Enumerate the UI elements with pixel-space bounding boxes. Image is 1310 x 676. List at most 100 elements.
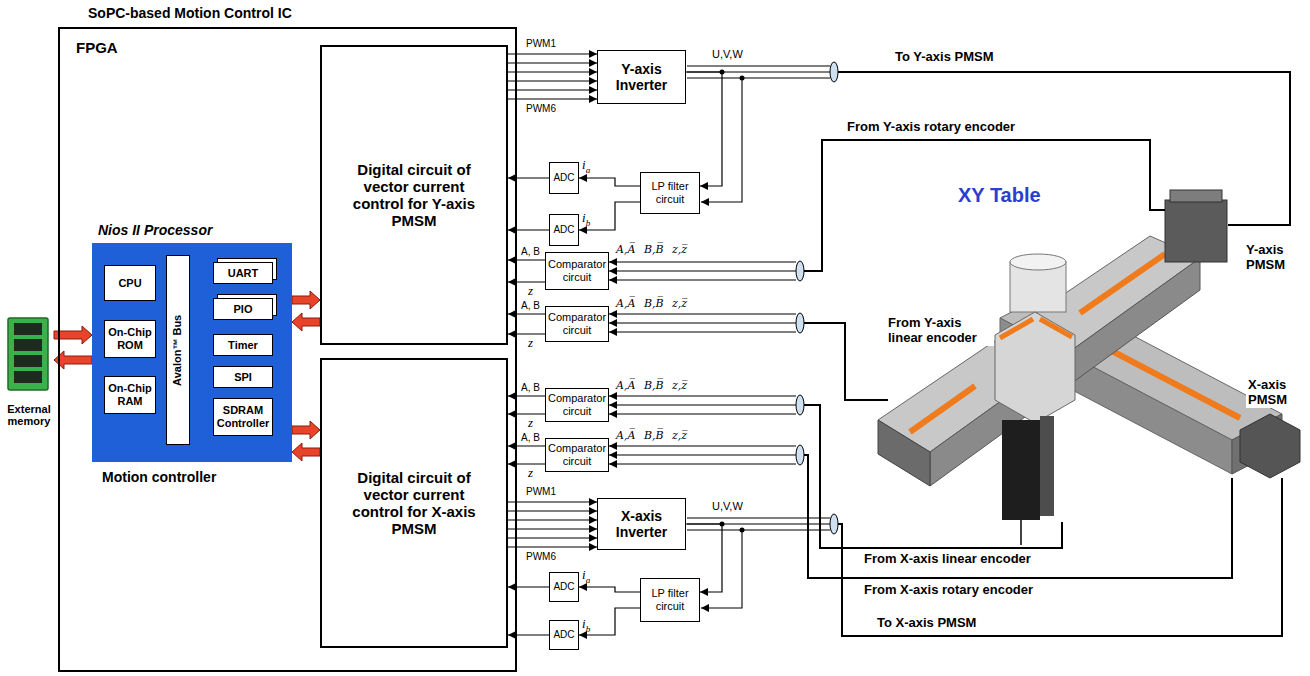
filter-box: LP filter circuit [640, 578, 700, 622]
ram-box: On-Chip RAM [104, 376, 156, 414]
timer-box: Timer [213, 334, 273, 356]
signal-line [579, 587, 640, 592]
node-label: PIO [234, 303, 253, 316]
signal-line [508, 519, 597, 520]
cable-connectors [796, 313, 804, 333]
comparator-input-wires [609, 404, 796, 405]
signal-arrow [508, 446, 545, 447]
pio-box: PIO [213, 298, 273, 320]
signal-line [508, 71, 597, 72]
part-name: Y-axis PMSM [1244, 243, 1304, 273]
node-label: ADC [553, 224, 574, 236]
encoder-signals: A,A̅ B,B̅ z,z̅ [616, 380, 687, 393]
bus-arrow [292, 291, 320, 309]
junction-dot [740, 528, 745, 533]
encoder-cables [804, 140, 1165, 271]
xy-table-picture [878, 190, 1300, 545]
adc-box: ADC [549, 572, 579, 602]
current-signal: ia [582, 158, 590, 175]
node-label: LP filter circuit [643, 587, 697, 612]
signal-line [508, 413, 545, 414]
signal-arrow [508, 414, 545, 415]
signal-line [508, 89, 597, 90]
node-label: LP filter circuit [643, 180, 697, 205]
junction-dot [720, 70, 745, 533]
signal-name: A, B [521, 432, 540, 444]
comparator-input-wires [609, 322, 796, 323]
signal-name: PWM1 [526, 486, 556, 498]
bus-arrow [292, 421, 320, 439]
bus-bar: Avalon™ Bus [166, 255, 190, 445]
signal-line [508, 510, 597, 511]
memory-module-icon [8, 318, 48, 390]
node-label: Comparator circuit [548, 442, 606, 467]
signal-line [508, 281, 545, 282]
signal-arrow [579, 202, 640, 230]
node-label: ADC [553, 629, 574, 641]
signal-name: PWM6 [526, 103, 556, 115]
signal-name: A, B [521, 246, 540, 258]
node-label: ADC [553, 581, 574, 593]
current-signal: ib [582, 211, 590, 228]
node-label: ADC [553, 172, 574, 184]
pwm-signal-lines [508, 502, 597, 547]
bus-arrow [292, 443, 320, 461]
memory-module-icon [14, 323, 42, 335]
signal-arrow [508, 334, 545, 335]
xy-table-picture [1020, 520, 1022, 545]
comparator-input-wires [609, 395, 796, 396]
signal-line [579, 178, 640, 186]
signal-arrow [579, 178, 640, 186]
cpu-box: CPU [104, 265, 156, 301]
encoder-signals: A,A̅ B,B̅ z,z̅ [616, 244, 687, 257]
signal-arrow [579, 587, 640, 592]
phase-name: U,V,W [712, 500, 743, 513]
comparator-input-wires [609, 279, 796, 280]
comparator-input-wires [609, 454, 796, 455]
signal-line [508, 463, 545, 464]
cable-label: To Y-axis PMSM [893, 50, 996, 65]
signal-line [686, 72, 722, 186]
junction-dot [740, 76, 745, 81]
signal-line [508, 62, 597, 63]
encoder-cables [804, 323, 888, 400]
signal-line [508, 98, 597, 99]
node-label: SPI [234, 371, 252, 384]
part-name: X-axis PMSM [1246, 378, 1306, 408]
cable-connectors [830, 62, 838, 82]
signal-name: z [528, 336, 533, 351]
signal-line [508, 395, 545, 396]
uart-box: UART [213, 262, 273, 284]
signal-name: z [528, 416, 533, 431]
xy-table-picture [878, 420, 930, 486]
signal-line [508, 537, 597, 538]
signal-line [508, 177, 549, 178]
current-control-block: Digital circuit of vector current contro… [320, 45, 508, 345]
cable-connectors [796, 395, 804, 415]
signal-line [508, 586, 549, 587]
node-label: External memory [6, 403, 52, 428]
external-memory: External memory [4, 316, 54, 430]
node-label: SDRAM Controller [216, 404, 270, 429]
signal-arrow [508, 260, 545, 261]
xy-table-picture [910, 386, 975, 432]
processor-block: CPUOn-Chip ROMOn-Chip RAMAvalon™ BusUART… [92, 243, 292, 462]
signal-arrow [579, 608, 640, 635]
cable-label: From X-axis rotary encoder [862, 583, 1035, 598]
comparator-input-wires [609, 445, 796, 446]
xy-table-picture [1040, 319, 1072, 337]
motor-power-wires [687, 66, 1290, 636]
cable-label: To X-axis PMSM [875, 616, 978, 631]
node-label: Comparator circuit [548, 311, 606, 336]
comparator-input-wires [609, 413, 796, 414]
xy-table-picture [1170, 190, 1222, 202]
signal-arrow [686, 72, 722, 186]
node-label: CPU [118, 277, 141, 290]
signal-arrow [508, 282, 545, 283]
fpga-block: CPUOn-Chip ROMOn-Chip RAMAvalon™ BusUART… [58, 27, 517, 672]
part-name: From Y-axis linear encoder [886, 316, 994, 346]
node-label: Avalon™ Bus [172, 314, 185, 385]
signal-line [508, 53, 597, 54]
encoder-signals: A,A̅ B,B̅ z,z̅ [616, 430, 687, 443]
signal-line [508, 229, 549, 230]
